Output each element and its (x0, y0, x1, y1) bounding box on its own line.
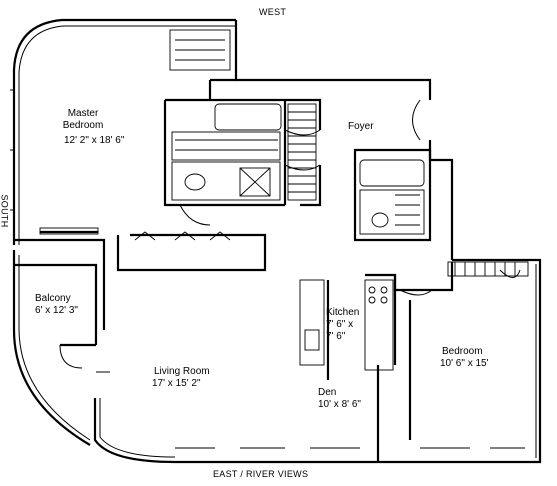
bedroom-label: Bedroom (442, 346, 483, 357)
balcony-size: 6' x 12' 3" (35, 305, 78, 316)
compass-west-label: SOUTH (0, 194, 10, 228)
kitchen-label: Kitchen (326, 307, 360, 318)
compass-south-label: EAST / RIVER VIEWS (213, 469, 309, 479)
master-bedroom-name-2: Bedroom (62, 120, 104, 131)
den-size: 10' x 8' 6" (318, 399, 361, 410)
foyer-label: Foyer (348, 121, 374, 132)
living-room-size: 17' x 15' 2" (152, 378, 201, 389)
den-label: Den (318, 387, 337, 398)
balcony-label: Balcony (35, 293, 71, 304)
compass-north-label: WEST (259, 7, 287, 17)
living-room-label: Living Room (154, 366, 210, 377)
fixtures (10, 29, 529, 449)
bedroom-size: 10' 6" x 15' (440, 358, 489, 369)
kitchen-size-1: 7' 6" x (326, 319, 354, 330)
interior-walls (14, 80, 521, 462)
master-bedroom-name-1: Master (67, 108, 99, 119)
kitchen-size-2: 7' 6" (326, 331, 346, 342)
master-bedroom-size: 12' 2" x 18' 6" (64, 135, 125, 146)
exterior-walls (12, 18, 542, 464)
master-bedroom-label: Master Bedroom (58, 108, 108, 132)
